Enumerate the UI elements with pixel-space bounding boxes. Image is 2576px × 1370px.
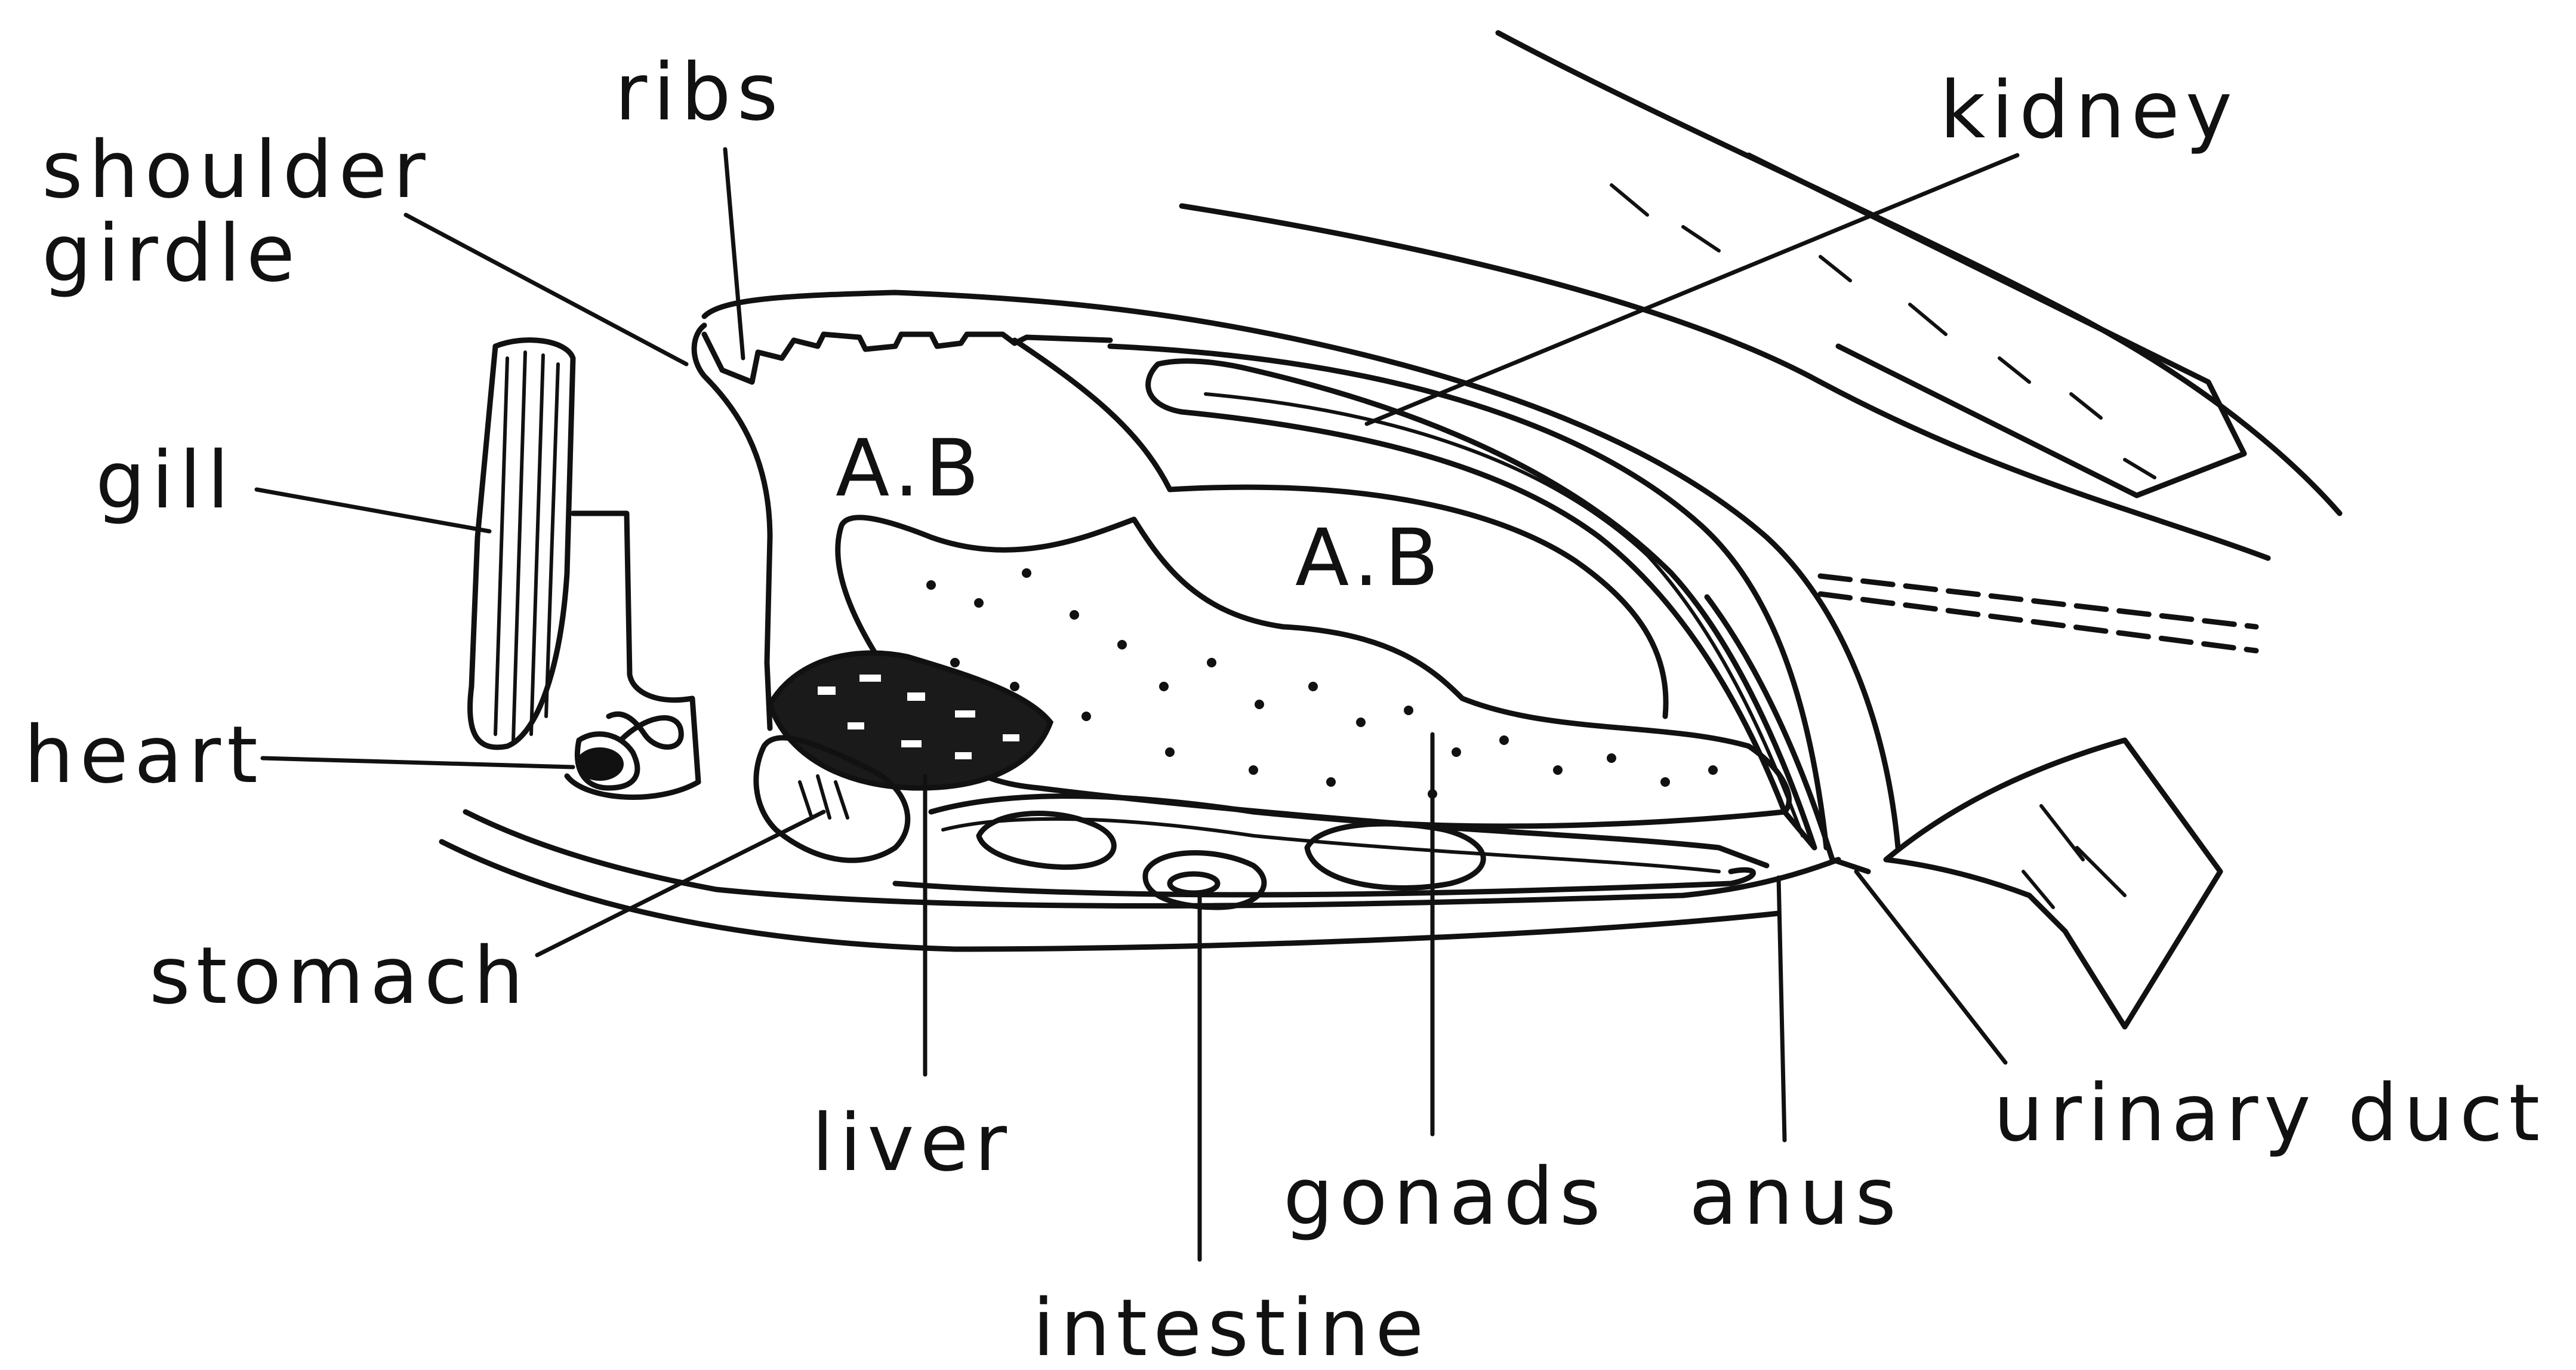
label-kidney: kidney <box>1940 64 2238 156</box>
leader-heart <box>263 758 573 767</box>
liver-shape <box>770 653 1050 788</box>
ventral-cavity-floor <box>895 870 1754 895</box>
dorsal-band-hatching <box>1611 185 2155 478</box>
label-urinary-duct: urinary duct <box>1993 1067 2546 1159</box>
heart-fill <box>576 747 624 781</box>
body-cavity-dorsal <box>1110 346 1826 848</box>
heart-vessel <box>609 714 681 747</box>
intestine-coil-2 <box>1145 853 1264 907</box>
shoulder-girdle-edge <box>694 325 770 728</box>
label-liver: liver <box>812 1097 1013 1189</box>
ribs-underside <box>704 334 1110 382</box>
intestine-tube <box>931 796 1767 866</box>
label-girdle: girdle <box>42 208 301 300</box>
label-ab-lower: A.B <box>1295 512 1445 604</box>
label-intestine: intestine <box>1033 1282 1429 1370</box>
label-anus: anus <box>1689 1151 1902 1243</box>
intestine-coil-4 <box>1307 824 1483 888</box>
label-heart: heart <box>24 709 264 801</box>
tail-hatching <box>2023 806 2125 907</box>
label-gonads: gonads <box>1283 1151 1607 1243</box>
label-ab-upper: A.B <box>836 423 985 515</box>
leader-kidney <box>1367 155 2017 424</box>
label-stomach: stomach <box>149 930 529 1022</box>
label-ribs: ribs <box>615 47 784 138</box>
dorsal-band <box>1749 155 2244 495</box>
label-shoulder: shoulder <box>42 124 432 216</box>
leader-ribs <box>725 149 743 358</box>
tail-fin-stub <box>1886 740 2220 1027</box>
leader-urinary-duct <box>1856 872 2005 1063</box>
leader-anus <box>1779 878 1785 1140</box>
gill-filaments <box>495 352 558 740</box>
label-gill: gill <box>95 435 235 527</box>
leader-gill <box>257 489 489 531</box>
intestine-coil-3 <box>1170 874 1218 893</box>
